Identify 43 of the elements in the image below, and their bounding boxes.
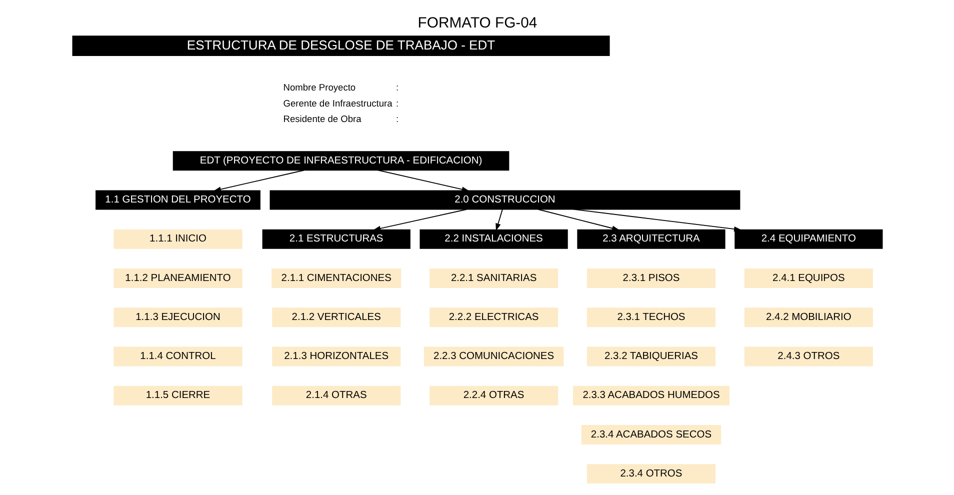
label: : (395, 98, 398, 108)
node-box: 1.1.3 EJECUCION (113, 308, 242, 328)
node-box: 1.1 GESTION DEL PROYECTO (95, 190, 260, 210)
arrow (377, 170, 469, 192)
node-box: 2.2 INSTALACIONES (419, 229, 568, 249)
label: Gerente de Infraestructura (282, 98, 392, 108)
node-box: 2.3.1 PISOS (586, 268, 716, 288)
node-box: 2.3.4 OTROS (586, 464, 716, 484)
arrow (537, 208, 620, 231)
node-box: 2.3.4 ACABADOS SECOS (580, 424, 721, 445)
label: Nombre Proyecto (282, 82, 356, 93)
node-box: 2.4.2 MOBILIARIO (744, 308, 872, 328)
node-box: 2.1.3 HORIZONTALES (272, 346, 400, 366)
arrow (372, 208, 467, 231)
node-box: 2.2.4 OTRAS (429, 386, 558, 406)
arrow (495, 209, 502, 231)
node-box: EDT (PROYECTO DE INFRAESTRUCTURA - EDIFICACION) (172, 151, 509, 171)
node-box: 2.4 EQUIPAMIENTO (734, 229, 882, 249)
node-box: 2.1 ESTRUCTURAS (262, 229, 410, 249)
node-box: 2.1.1 CIMENTACIONES (271, 268, 401, 288)
node-box: 2.4.3 OTROS (744, 346, 872, 366)
arrow (212, 170, 304, 192)
node-box: ESTRUCTURA DE DESGLOSE DE TRABAJO - EDT (72, 36, 610, 56)
node-box: 1.1.5 CIERRE (113, 386, 242, 406)
node-box: 2.2.1 SANITARIAS (429, 268, 558, 288)
node-box: 1.1.4 CONTROL (113, 346, 242, 366)
node-box: 1.1.2 PLANEAMIENTO (113, 268, 242, 288)
node-box: 2.3.1 TECHOS (586, 308, 716, 328)
arrow (572, 208, 742, 232)
label: : (395, 114, 398, 124)
node-box: 2.4.1 EQUIPOS (744, 268, 872, 288)
node-box: 1.1.1 INICIO (113, 229, 242, 249)
node-box: 2.3.3 ACABADOS HUMEDOS (572, 386, 729, 406)
diagram-title: FORMATO FG-04 (417, 15, 537, 32)
node-box: 2.3 ARQUITECTURA (576, 229, 725, 249)
node-box: 2.3.2 TABIQUERIAS (586, 346, 716, 366)
node-box: 2.2.3 COMUNICACIONES (423, 346, 564, 366)
label: : (395, 82, 398, 93)
node-box: 2.2.2 ELECTRICAS (429, 308, 558, 328)
label: Residente de Obra (282, 114, 361, 124)
node-box: 2.1.4 OTRAS (272, 386, 400, 406)
node-box: 2.1.2 VERTICALES (272, 308, 400, 328)
node-box: 2.0 CONSTRUCCION (269, 190, 740, 210)
